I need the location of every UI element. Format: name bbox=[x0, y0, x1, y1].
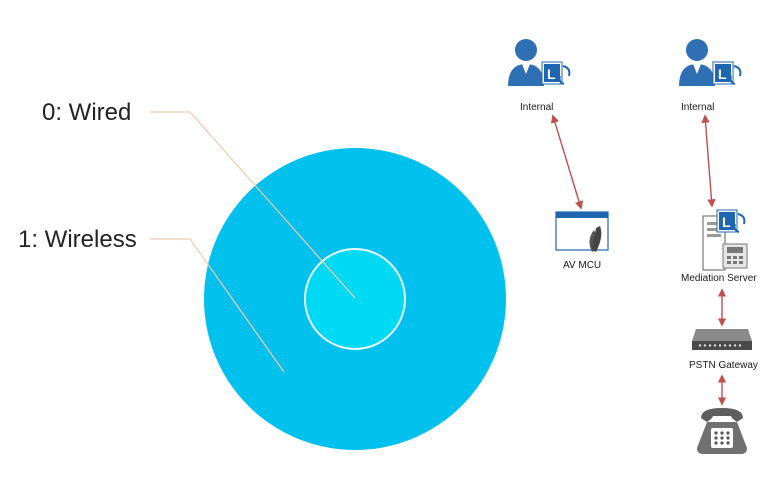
mediation-server-icon: L bbox=[702, 209, 748, 271]
av-mcu-icon bbox=[555, 211, 609, 252]
pstn-gateway-label: PSTN Gateway bbox=[689, 360, 758, 371]
svg-text:L: L bbox=[718, 66, 727, 82]
leader-line-wired bbox=[150, 111, 356, 299]
person-lync-icon: L bbox=[679, 39, 742, 86]
left-column: L Internal AV MCU bbox=[508, 39, 609, 271]
arrow-internal-to-mediation bbox=[701, 114, 716, 208]
telephone-icon bbox=[697, 408, 747, 454]
inner-circle-wired bbox=[304, 248, 406, 350]
label-wireless: 1: Wireless bbox=[18, 226, 137, 253]
svg-text:L: L bbox=[722, 214, 731, 230]
svg-text:L: L bbox=[547, 66, 556, 82]
donut-chart: 0: Wired 1: Wireless bbox=[18, 99, 506, 450]
pstn-gateway-icon bbox=[692, 329, 752, 350]
arrow-internal-to-avmcu bbox=[550, 114, 584, 210]
av-mcu-label: AV MCU bbox=[563, 260, 601, 271]
leader-line-wireless bbox=[150, 238, 285, 373]
person-lync-icon: L bbox=[508, 39, 571, 86]
right-column: L Internal L Mediation Server bbox=[679, 39, 758, 454]
left-user-label: Internal bbox=[520, 102, 553, 113]
label-wired: 0: Wired bbox=[42, 99, 131, 126]
mediation-server-label: Mediation Server bbox=[681, 273, 757, 284]
right-user-label: Internal bbox=[681, 102, 714, 113]
